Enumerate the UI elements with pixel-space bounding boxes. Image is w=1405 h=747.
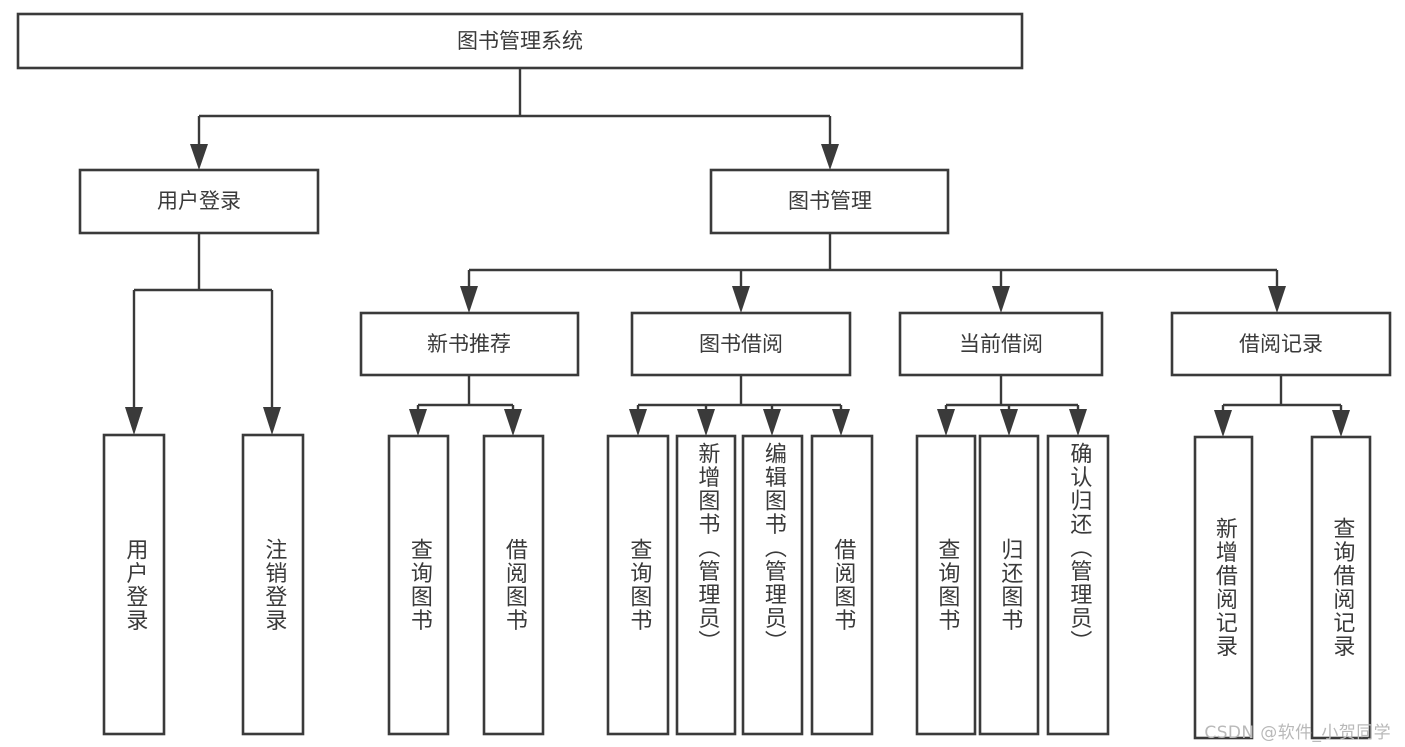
arrow-head-icon [832,409,850,436]
connector-user-login-to-leaves [125,233,281,435]
leaf-box-user-login[interactable] [102,433,166,736]
root-box[interactable] [16,12,1024,70]
leaf-box-add-record[interactable] [1193,435,1254,740]
arrow-head-icon [1268,286,1286,313]
book-management-label: 图书管理 [788,189,872,213]
node-book-management[interactable]: 图书管理 [709,168,950,235]
arrow-head-icon [190,144,208,170]
current-borrow-label: 当前借阅 [959,332,1043,356]
book-borrow-label: 图书借阅 [699,332,783,356]
connector-current-borrow-to-leaves [937,375,1087,436]
node-book-borrow[interactable]: 图书借阅 [630,311,852,377]
leaf-box-query-book-1[interactable] [387,434,450,736]
node-new-book-recommend[interactable]: 新书推荐 [359,311,580,377]
leaf-box-edit-book[interactable] [741,434,804,736]
leaf-box-confirm-return[interactable] [1046,434,1110,736]
connector-root-to-level2 [190,68,839,170]
new-book-recommend-box[interactable] [359,311,580,377]
current-borrow-box[interactable] [898,311,1104,377]
leaf-box-logout[interactable] [241,433,305,736]
node-user-login[interactable]: 用户登录 [78,168,320,235]
arrow-head-icon [504,409,522,436]
arrow-head-icon [409,409,427,436]
leaf-box-borrow-book-1[interactable] [482,434,545,736]
node-root[interactable]: 图书管理系统 [16,12,1024,70]
leaf-box-query-book-2[interactable] [606,434,670,736]
connector-borrow-record-to-leaves [1214,375,1350,437]
arrow-head-icon [992,286,1010,313]
user-login-label: 用户登录 [157,189,241,213]
arrow-head-icon [629,409,647,436]
new-book-recommend-label: 新书推荐 [427,332,511,356]
leaf-box-return-book[interactable] [978,434,1040,736]
user-login-box[interactable] [78,168,320,235]
arrow-head-icon [125,407,143,435]
arrow-head-icon [697,409,715,436]
arrow-head-icon [1332,410,1350,437]
leaf-box-add-book[interactable] [675,434,737,736]
leaf-box-query-record[interactable] [1310,435,1372,740]
node-borrow-record[interactable]: 借阅记录 [1170,311,1392,377]
root-label: 图书管理系统 [457,29,583,53]
arrow-head-icon [460,286,478,313]
arrow-head-icon [263,407,281,435]
node-current-borrow[interactable]: 当前借阅 [898,311,1104,377]
arrow-head-icon [1214,410,1232,437]
arrow-head-icon [1000,409,1018,436]
connector-book-borrow-to-leaves [629,375,850,436]
connector-new-book-recommend-to-leaves [409,375,522,436]
arrow-head-icon [821,144,839,170]
arrow-head-icon [732,286,750,313]
arrow-head-icon [763,409,781,436]
connector-book-management-to-level3 [460,233,1286,313]
arrow-head-icon [1069,409,1087,436]
leaf-box-query-book-3[interactable] [915,434,977,736]
arrow-head-icon [937,409,955,436]
borrow-record-label: 借阅记录 [1239,332,1323,356]
csdn-watermark: CSDN @软件_小贺同学 [1204,723,1391,743]
leaf-box-borrow-book-2[interactable] [810,434,874,736]
